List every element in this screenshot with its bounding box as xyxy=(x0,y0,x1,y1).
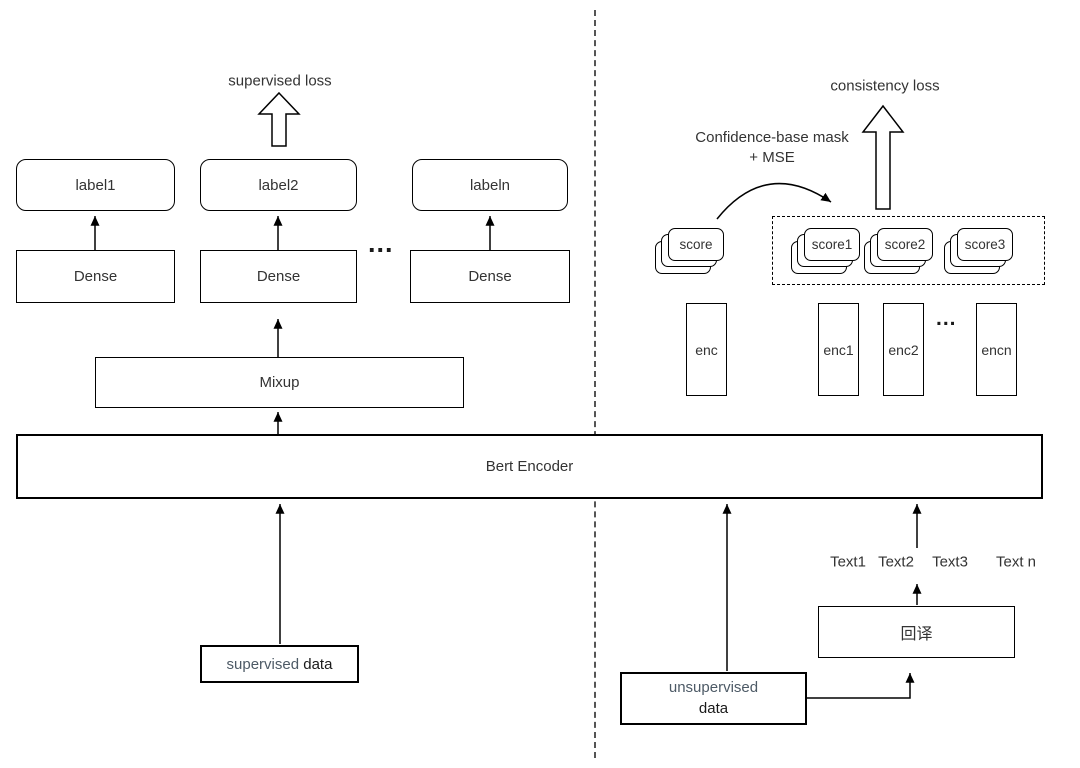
unsupervised-data-word1: unsupervised xyxy=(668,679,759,697)
score3-card-front: score3 xyxy=(957,228,1013,261)
score-text: score xyxy=(679,237,713,252)
supervised-data-word2: data xyxy=(303,655,333,673)
label1-node: label1 xyxy=(16,159,175,211)
labeln-text: labeln xyxy=(469,176,511,194)
left-ellipsis: ... xyxy=(368,228,394,258)
encn-node: encn xyxy=(976,303,1017,396)
dense1-node: Dense xyxy=(16,250,175,303)
enc2-text: enc2 xyxy=(888,341,919,358)
unsupervised-data-word2: data xyxy=(698,699,729,717)
textn-label: Text n xyxy=(995,553,1037,571)
label2-node: label2 xyxy=(200,159,357,211)
labeln-node: labeln xyxy=(412,159,568,211)
enc-node: enc xyxy=(686,303,727,396)
confidence-mask-line2: + MSE xyxy=(749,149,795,166)
scores-dashed-group xyxy=(772,216,1045,285)
arrow-score-to-scores-curve xyxy=(716,182,832,220)
mixup-node: Mixup xyxy=(95,357,464,408)
text2-label: Text2 xyxy=(878,553,914,571)
backtranslation-node: 回译 xyxy=(818,606,1015,658)
dense2-text: Dense xyxy=(256,268,301,285)
text1-label: Text1 xyxy=(830,553,866,571)
enc2-node: enc2 xyxy=(883,303,924,396)
enc-ellipsis: ... xyxy=(936,307,957,330)
label2-text: label2 xyxy=(258,176,299,194)
enc1-text: enc1 xyxy=(823,341,854,358)
backtranslation-text: 回译 xyxy=(900,626,933,643)
bert-encoder-node: Bert Encoder xyxy=(16,434,1043,499)
unsupervised-data-node: unsupervised data xyxy=(620,672,807,725)
label1-text: label1 xyxy=(75,176,116,194)
score3-text: score3 xyxy=(964,237,1006,252)
enc1-node: enc1 xyxy=(818,303,859,396)
dense1-text: Dense xyxy=(73,268,118,285)
supervised-data-word1: supervised xyxy=(226,655,300,673)
text3-label: Text3 xyxy=(932,553,968,571)
densen-text: Dense xyxy=(468,268,512,285)
score2-text: score2 xyxy=(884,237,926,252)
consistency-loss-label: consistency loss xyxy=(830,77,940,95)
confidence-mask-line1: Confidence-base mask xyxy=(695,128,849,146)
arrow-unsuperviseddata-backtranslation xyxy=(807,673,915,699)
score1-card-front: score1 xyxy=(804,228,860,261)
dense2-node: Dense xyxy=(200,250,357,303)
bert-encoder-text: Bert Encoder xyxy=(485,458,574,475)
supervised-loss-arrow-icon xyxy=(257,91,301,147)
supervised-loss-label: supervised loss xyxy=(228,72,332,90)
supervised-data-node: supervised data xyxy=(200,645,359,683)
section-divider-line xyxy=(594,10,596,758)
consistency-loss-arrow-icon xyxy=(861,104,905,210)
score2-card-front: score2 xyxy=(877,228,933,261)
enc-text: enc xyxy=(695,341,718,358)
encn-text: encn xyxy=(981,341,1012,358)
score-card-front: score xyxy=(668,228,724,261)
score1-text: score1 xyxy=(811,237,853,252)
confidence-mask-label: Confidence-base mask + MSE xyxy=(695,128,848,169)
mixup-text: Mixup xyxy=(259,374,300,391)
densen-node: Dense xyxy=(410,250,570,303)
